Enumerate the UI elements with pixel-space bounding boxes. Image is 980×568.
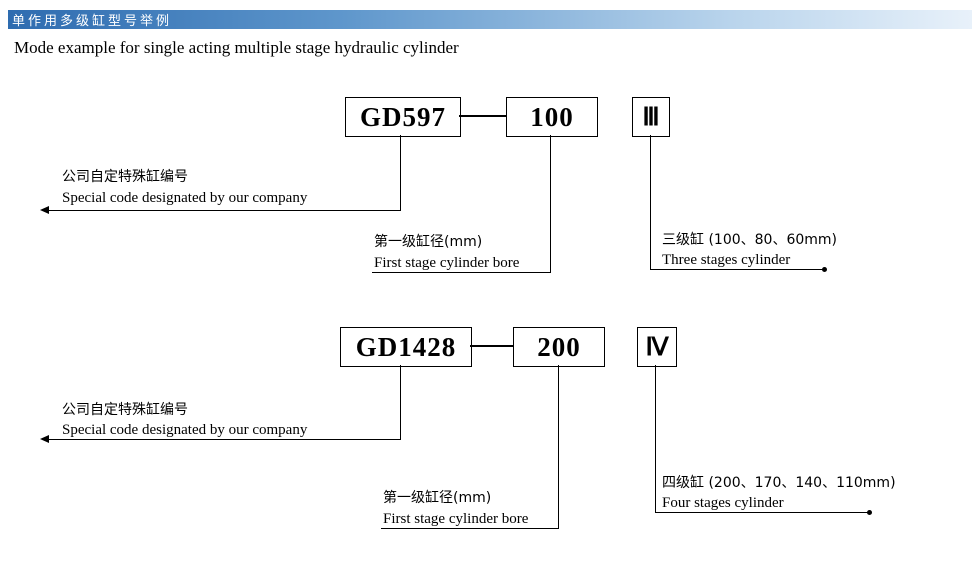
arrow-left-icon — [40, 206, 49, 214]
leader-line — [650, 135, 651, 270]
bore-label-en: First stage cylinder bore — [383, 511, 529, 527]
line-end-dot — [867, 510, 872, 515]
stages-label-en: Four stages cylinder — [662, 495, 784, 511]
leader-line — [550, 135, 551, 273]
leader-line — [650, 269, 825, 270]
bore-label-zh: 第一级缸径(mm) — [383, 490, 492, 506]
stage-numeral-box: Ⅲ — [632, 97, 670, 137]
leader-line — [400, 135, 401, 211]
leader-line — [381, 528, 559, 529]
leader-line — [558, 365, 559, 528]
leader-line — [46, 210, 401, 211]
company-code-label-en: Special code designated by our company — [62, 422, 308, 438]
leader-line — [655, 365, 656, 513]
model-code-box: GD1428 — [340, 327, 472, 367]
leader-line — [655, 512, 870, 513]
company-code-label-zh: 公司自定特殊缸编号 — [62, 169, 188, 185]
leader-line — [46, 439, 401, 440]
section-subtitle-en: Mode example for single acting multiple … — [14, 38, 459, 57]
section-title-zh: 单作用多级缸型号举例 — [12, 14, 173, 29]
stages-label-zh: 四级缸 (200、170、140、110mm) — [662, 475, 896, 491]
bore-label-zh: 第一级缸径(mm) — [374, 234, 483, 250]
line-end-dot — [822, 267, 827, 272]
connector-dash — [459, 115, 506, 117]
connector-dash — [470, 345, 513, 347]
arrow-left-icon — [40, 435, 49, 443]
stage-numeral-box: Ⅳ — [637, 327, 677, 367]
bore-value-box: 100 — [506, 97, 598, 137]
model-code-box: GD597 — [345, 97, 461, 137]
leader-line — [372, 272, 551, 273]
bore-value-box: 200 — [513, 327, 605, 367]
leader-line — [400, 365, 401, 440]
stages-label-en: Three stages cylinder — [662, 252, 791, 268]
bore-label-en: First stage cylinder bore — [374, 255, 520, 271]
company-code-label-zh: 公司自定特殊缸编号 — [62, 402, 188, 418]
section-header-bar: 单作用多级缸型号举例 — [8, 10, 972, 29]
company-code-label-en: Special code designated by our company — [62, 190, 308, 206]
stages-label-zh: 三级缸 (100、80、60mm) — [662, 232, 837, 248]
